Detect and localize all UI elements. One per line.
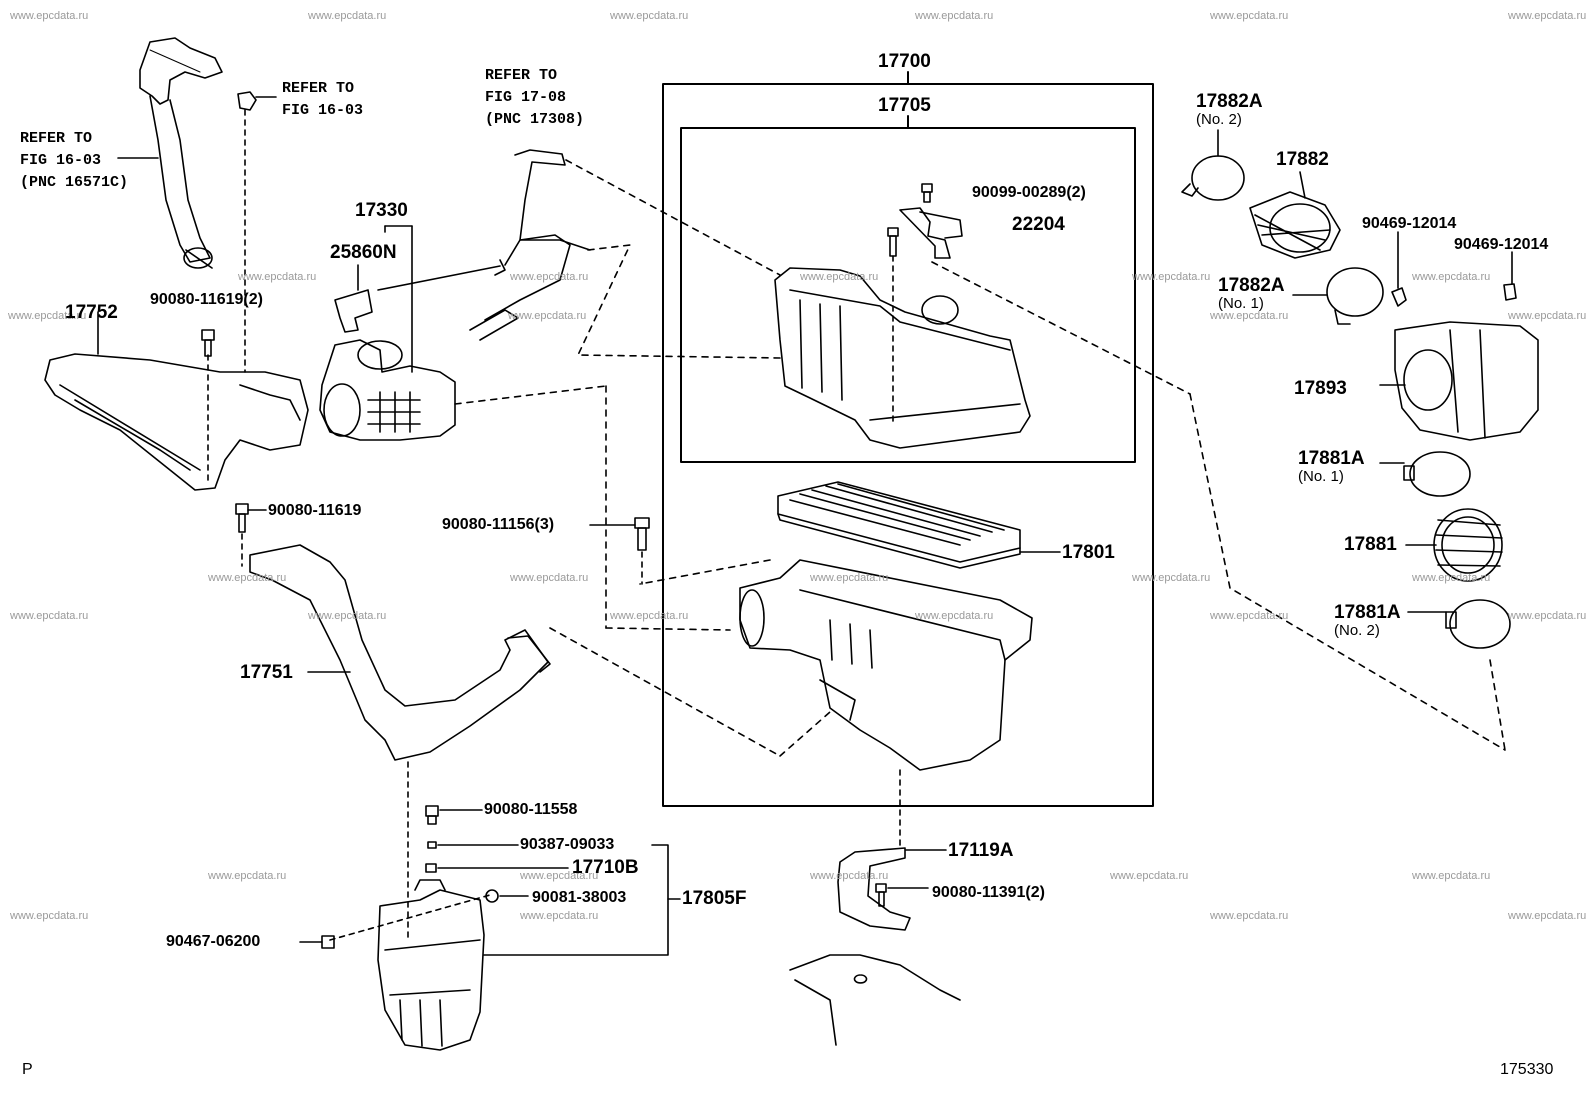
part-90387-09033: 90387-09033: [520, 836, 615, 853]
watermark: www.epcdata.ru: [208, 572, 287, 584]
part-90080-11619-2: 90080-11619(2): [150, 291, 263, 308]
part-17705: 17705: [878, 95, 931, 116]
watermark: www.epcdata.ru: [1412, 572, 1491, 584]
part-22204: 22204: [1012, 214, 1065, 235]
part-17700: 17700: [878, 51, 931, 72]
clamp-17881A-no1-drawing: [1380, 452, 1470, 496]
upper-hose-drawing: [140, 38, 222, 268]
hose-17882-drawing: [1250, 172, 1340, 258]
figure-number: 175330: [1500, 1061, 1554, 1078]
part-90467-06200: 90467-06200: [166, 933, 261, 950]
assembly-17705-frame: [681, 128, 1135, 462]
watermark: www.epcdata.ru: [10, 10, 89, 22]
watermark: www.epcdata.ru: [10, 910, 89, 922]
watermark: www.epcdata.ru: [10, 610, 89, 622]
part-25860N: 25860N: [330, 242, 397, 263]
watermark: www.epcdata.ru: [520, 910, 599, 922]
part-17801: 17801: [1062, 542, 1115, 563]
clamp-17882A-no2-drawing: [1182, 130, 1244, 200]
part-17751: 17751: [240, 662, 293, 683]
watermark: www.epcdata.ru: [1132, 572, 1211, 584]
watermark: www.epcdata.ru: [1508, 310, 1587, 322]
watermark: www.epcdata.ru: [915, 610, 994, 622]
clamp-17882A-no1-drawing: [1293, 268, 1383, 324]
watermark: www.epcdata.ru: [1508, 610, 1587, 622]
part-17881A-no2-note: (No. 2): [1334, 622, 1380, 639]
part-17882A-no2: 17882A: [1196, 91, 1263, 112]
part-90080-11558: 90080-11558: [484, 801, 578, 818]
refer-to-fig-16-03-upper: REFER TO FIG 16-03: [282, 80, 364, 119]
refer-to-fig-17-08: REFER TO FIG 17-08 (PNC 17308): [485, 67, 585, 128]
part-17119A: 17119A: [948, 840, 1014, 861]
watermark: www.epcdata.ru: [1412, 271, 1491, 283]
watermark: www.epcdata.ru: [308, 610, 387, 622]
air-cleaner-cap-drawing: [775, 184, 1505, 750]
watermark: www.epcdata.ru: [1210, 610, 1289, 622]
watermark: www.epcdata.ru: [610, 10, 689, 22]
watermark: www.epcdata.ru: [1210, 10, 1289, 22]
resonator-17893-drawing: [1380, 322, 1538, 440]
part-17805F: 17805F: [682, 888, 747, 909]
part-17330: 17330: [355, 200, 408, 221]
part-17881A-no2: 17881A: [1334, 602, 1401, 623]
bracket-drawing: [790, 848, 960, 1045]
watermark: www.epcdata.ru: [610, 610, 689, 622]
bolt-drawing-c: [236, 504, 266, 566]
watermark: www.epcdata.ru: [1508, 10, 1587, 22]
watermark: www.epcdata.ru: [8, 310, 87, 322]
watermark: www.epcdata.ru: [508, 310, 587, 322]
watermark: www.epcdata.ru: [1508, 910, 1587, 922]
watermark: www.epcdata.ru: [510, 271, 589, 283]
hose-17881-drawing: [1406, 509, 1502, 581]
watermark: www.epcdata.ru: [800, 271, 879, 283]
part-17881A-no1: 17881A: [1298, 448, 1365, 469]
part-17881: 17881: [1344, 534, 1397, 555]
watermark: www.epcdata.ru: [510, 572, 589, 584]
clamp-17881A-no2-drawing: [1408, 600, 1510, 750]
refer-to-fig-16-03-left: REFER TO FIG 16-03 (PNC 16571C): [20, 130, 129, 191]
part-90469-12014-b: 90469-12014: [1454, 236, 1549, 253]
part-90469-12014-a: 90469-12014: [1362, 215, 1457, 232]
watermark: www.epcdata.ru: [208, 870, 287, 882]
corner-mark: P: [22, 1061, 33, 1078]
part-17752: 17752: [65, 302, 118, 323]
clip-upper-drawing: [238, 92, 276, 372]
part-90080-11391-2: 90080-11391(2): [932, 884, 1045, 901]
part-17882: 17882: [1276, 149, 1329, 170]
watermark: www.epcdata.ru: [1210, 910, 1289, 922]
bolt-drawing-b: [590, 518, 649, 584]
watermark: www.epcdata.ru: [1412, 870, 1491, 882]
part-90081-38003: 90081-38003: [532, 889, 627, 906]
part-17882A-no2-note: (No. 2): [1196, 111, 1242, 128]
watermark: www.epcdata.ru: [308, 10, 387, 22]
part-90080-11156-3: 90080-11156(3): [442, 516, 555, 533]
vacuum-hose-drawing: [470, 150, 780, 358]
watermark: www.epcdata.ru: [915, 10, 994, 22]
watermark: www.epcdata.ru: [1132, 271, 1211, 283]
part-17710B: 17710B: [572, 857, 639, 878]
filter-element-drawing: [778, 482, 1060, 568]
part-17882A-no1-note: (No. 1): [1218, 295, 1264, 312]
bolt-drawing-a: [202, 330, 214, 356]
air-cleaner-case-drawing: [606, 386, 1032, 848]
watermark: www.epcdata.ru: [810, 870, 889, 882]
duct-17752-drawing: [45, 312, 308, 490]
watermark: www.epcdata.ru: [810, 572, 889, 584]
clips-90469-drawing: [1392, 232, 1516, 306]
resonator-parts-drawing: [300, 806, 680, 1050]
part-90080-11619: 90080-11619: [268, 502, 362, 519]
inlet-duct-17751-drawing: [250, 545, 830, 940]
watermark: www.epcdata.ru: [238, 271, 317, 283]
part-17882A-no1: 17882A: [1218, 275, 1285, 296]
watermark: www.epcdata.ru: [1110, 870, 1189, 882]
part-17893: 17893: [1294, 378, 1347, 399]
watermark: www.epcdata.ru: [1210, 310, 1289, 322]
part-90099-00289-2: 90099-00289(2): [972, 184, 1086, 201]
part-17881A-no1-note: (No. 1): [1298, 468, 1344, 485]
airflow-meter-drawing: [320, 226, 606, 440]
watermark: www.epcdata.ru: [520, 870, 599, 882]
